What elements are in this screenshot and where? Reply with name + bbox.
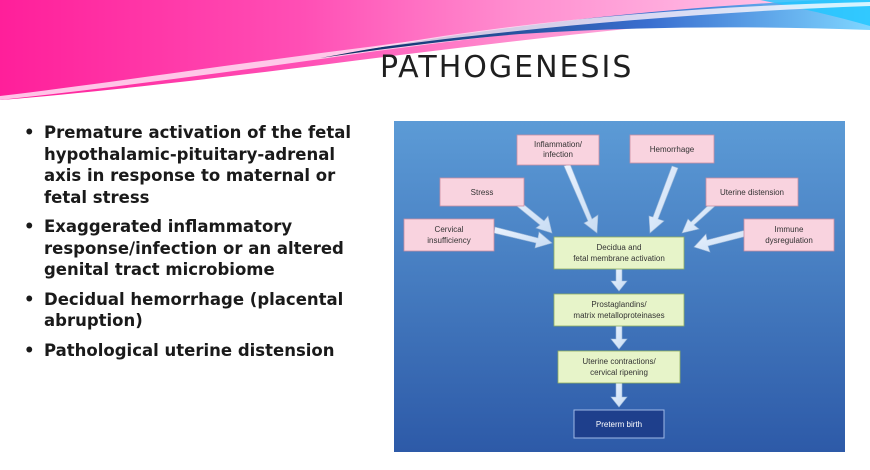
outcome-box-preterm-birth: Preterm birth [573, 409, 665, 439]
bullet-item: • Exaggerated inflammatory response/infec… [22, 216, 372, 281]
arrow-immune [693, 229, 748, 253]
step-box-decidua-activation: Decidua and fetal membrane activation [553, 236, 685, 270]
bullet-text: Premature activation of the fetal hypoth… [44, 123, 352, 207]
cause-label: Hemorrhage [650, 145, 695, 154]
arrow-inflammation [563, 163, 599, 234]
arrow-step-2 [610, 325, 628, 350]
cause-label: infection [543, 150, 573, 159]
step-box-prostaglandins: Prostaglandins/ matrix metalloproteinase… [553, 293, 685, 327]
cause-label: Cervical [435, 225, 464, 234]
cause-label: insufficiency [427, 236, 470, 245]
pathogenesis-flow-diagram: Inflammation/ infection Hemorrhage Stres… [394, 121, 845, 452]
bullet-text: Pathological uterine distension [44, 340, 335, 360]
cause-label: Immune [775, 225, 804, 234]
cause-label: dysregulation [765, 236, 813, 245]
bullet-item: • Pathological uterine distension [22, 340, 372, 362]
step-label: Uterine contractions/ [582, 357, 656, 366]
outcome-label: Preterm birth [596, 420, 642, 429]
bullet-text: Decidual hemorrhage (placental abruption… [44, 289, 344, 331]
cause-box-hemorrhage: Hemorrhage [629, 134, 715, 164]
cause-box-cervical-insufficiency: Cervical insufficiency [403, 218, 495, 252]
step-label: Prostaglandins/ [591, 300, 647, 309]
bullet-dot-icon: • [24, 217, 35, 236]
slide-title: PATHOGENESIS [380, 50, 634, 85]
bullet-list: • Premature activation of the fetal hypot… [22, 122, 372, 369]
cause-box-uterine-distension: Uterine distension [705, 177, 799, 207]
decorative-swoosh-banner [0, 0, 870, 100]
cause-label: Inflammation/ [534, 140, 583, 149]
bullet-item: • Premature activation of the fetal hypot… [22, 122, 372, 208]
arrow-step-3 [610, 382, 628, 408]
cause-box-stress: Stress [439, 177, 525, 207]
cause-label: Stress [471, 188, 494, 197]
bullet-dot-icon: • [24, 340, 35, 360]
arrow-cervical [493, 226, 553, 249]
bullet-dot-icon: • [24, 289, 35, 309]
bullet-text: Exaggerated inflammatory response/infect… [44, 217, 344, 279]
step-label: fetal membrane activation [573, 254, 665, 263]
step-label: matrix metalloproteinases [573, 311, 664, 320]
step-label: cervical ripening [590, 368, 648, 377]
cause-box-immune-dysregulation: Immune dysregulation [743, 218, 835, 252]
step-box-uterine-contractions: Uterine contractions/ cervical ripening [557, 350, 681, 384]
step-label: Decidua and [597, 243, 642, 252]
bullet-item: • Decidual hemorrhage (placental abruptio… [22, 289, 372, 332]
arrow-hemorrhage [648, 165, 679, 234]
arrow-step-1 [610, 268, 628, 292]
cause-box-inflammation: Inflammation/ infection [516, 134, 600, 166]
bullet-dot-icon: • [24, 123, 35, 142]
cause-label: Uterine distension [720, 188, 784, 197]
